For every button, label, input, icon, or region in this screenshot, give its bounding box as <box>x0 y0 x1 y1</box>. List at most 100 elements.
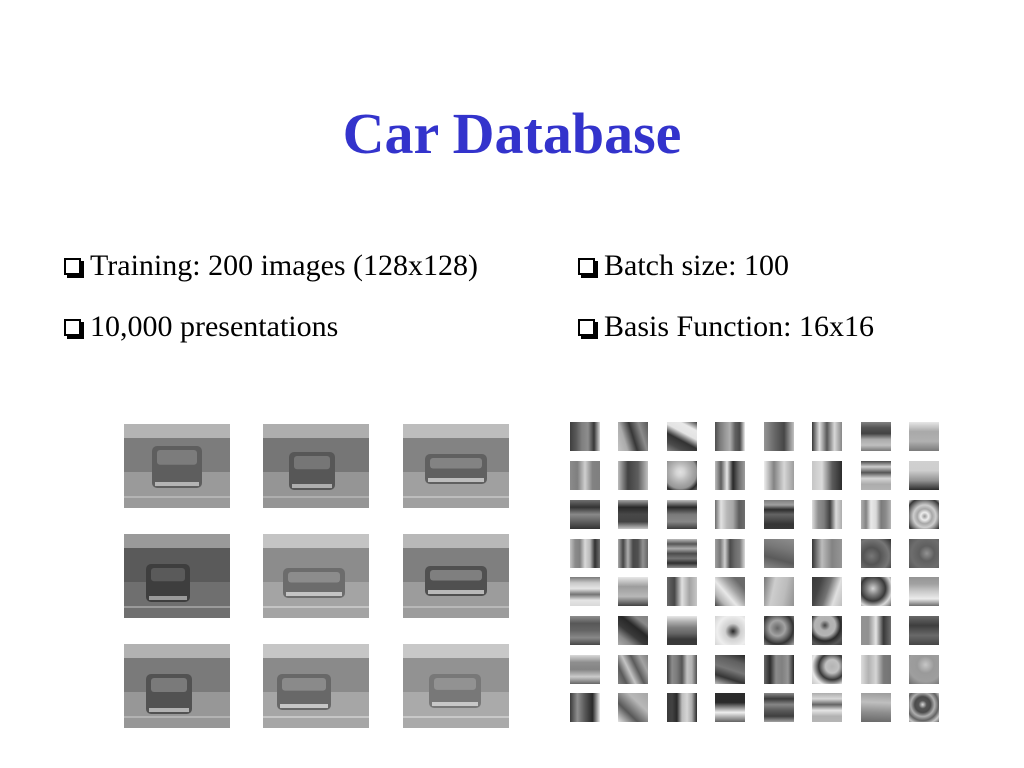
lane-line <box>403 496 509 498</box>
basis-function-patch <box>570 539 600 568</box>
car-bumper <box>428 478 484 482</box>
car-bumper <box>149 708 189 712</box>
basis-function-patch <box>861 539 891 568</box>
car-bumper <box>432 702 478 706</box>
basis-function-patch <box>715 422 745 451</box>
bullet-basis-function: Basis Function: 16x16 <box>578 309 874 345</box>
basis-function-patch <box>667 500 697 529</box>
basis-function-patch <box>618 655 648 684</box>
basis-function-patch <box>715 461 745 490</box>
basis-function-patch <box>715 693 745 722</box>
lane-line <box>124 496 230 498</box>
car-photo <box>403 534 509 618</box>
basis-function-patch <box>861 655 891 684</box>
basis-function-patch <box>618 500 648 529</box>
basis-function-patch <box>861 422 891 451</box>
bullet-presentations: 10,000 presentations <box>64 309 338 345</box>
basis-function-patch <box>667 577 697 606</box>
car-window <box>151 568 185 582</box>
basis-function-patch <box>812 655 842 684</box>
basis-function-patch <box>618 422 648 451</box>
car-bumper <box>428 590 484 594</box>
car-window <box>288 572 340 583</box>
checkbox-bullet-icon <box>64 258 81 275</box>
basis-function-patch <box>618 616 648 645</box>
basis-function-patch <box>909 461 939 490</box>
basis-function-patch <box>812 616 842 645</box>
car-bumper <box>292 484 332 488</box>
basis-function-patch <box>570 577 600 606</box>
basis-function-patch <box>764 693 794 722</box>
basis-function-patch <box>909 693 939 722</box>
bullet-text: Basis Function: 16x16 <box>604 310 875 343</box>
bullet-text: Training: 200 images (128x128) <box>90 249 479 282</box>
lane-line <box>263 496 369 498</box>
checkbox-bullet-icon <box>578 319 595 336</box>
car-photo <box>263 644 369 728</box>
basis-function-patch <box>715 539 745 568</box>
basis-function-patch <box>667 461 697 490</box>
car-bumper <box>280 704 328 708</box>
lane-line <box>403 606 509 608</box>
basis-function-patch <box>618 577 648 606</box>
basis-function-patch <box>667 655 697 684</box>
basis-function-patch <box>812 539 842 568</box>
basis-function-patch <box>861 500 891 529</box>
lane-line <box>124 716 230 718</box>
basis-function-patch <box>764 461 794 490</box>
slide-title: Car Database <box>342 101 682 166</box>
checkbox-bullet-icon <box>578 258 595 275</box>
basis-function-patch <box>909 422 939 451</box>
basis-function-patch <box>812 461 842 490</box>
basis-function-patch <box>861 577 891 606</box>
basis-function-patch <box>764 422 794 451</box>
car-window <box>430 458 482 469</box>
basis-function-patch <box>715 655 745 684</box>
basis-function-patch <box>909 577 939 606</box>
car-window <box>430 570 482 581</box>
basis-function-patch <box>667 539 697 568</box>
basis-function-patch <box>570 500 600 529</box>
car-window <box>282 678 326 691</box>
basis-function-patch <box>618 693 648 722</box>
checkbox-bullet-icon <box>64 319 81 336</box>
car-bumper <box>155 482 199 486</box>
basis-function-patch <box>570 422 600 451</box>
bullet-text: Batch size: 100 <box>604 249 789 282</box>
basis-function-patch <box>812 577 842 606</box>
basis-function-patch <box>667 422 697 451</box>
basis-function-patch <box>764 577 794 606</box>
basis-function-patch <box>667 693 697 722</box>
basis-function-patch <box>715 577 745 606</box>
car-window <box>434 678 476 690</box>
car-photo <box>124 644 230 728</box>
basis-function-patch <box>570 655 600 684</box>
basis-function-patch <box>909 539 939 568</box>
lane-line <box>124 606 230 608</box>
basis-function-patch <box>764 500 794 529</box>
basis-function-patch <box>570 693 600 722</box>
basis-function-patch <box>812 422 842 451</box>
car-window <box>151 678 187 692</box>
car-window <box>157 450 197 465</box>
basis-function-patch <box>570 461 600 490</box>
basis-function-patch <box>715 500 745 529</box>
basis-function-patch <box>764 539 794 568</box>
car-photo <box>124 534 230 618</box>
basis-function-grid <box>570 422 942 722</box>
car-photo <box>263 534 369 618</box>
basis-function-patch <box>812 693 842 722</box>
car-bumper <box>286 592 342 596</box>
car-photo <box>403 644 509 728</box>
lane-line <box>263 606 369 608</box>
basis-function-patch <box>909 655 939 684</box>
lane-line <box>263 716 369 718</box>
lane-line <box>403 716 509 718</box>
basis-function-patch <box>715 616 745 645</box>
car-photo <box>403 424 509 508</box>
basis-function-patch <box>812 500 842 529</box>
basis-function-patch <box>618 461 648 490</box>
basis-function-patch <box>667 616 697 645</box>
basis-function-patch <box>618 539 648 568</box>
